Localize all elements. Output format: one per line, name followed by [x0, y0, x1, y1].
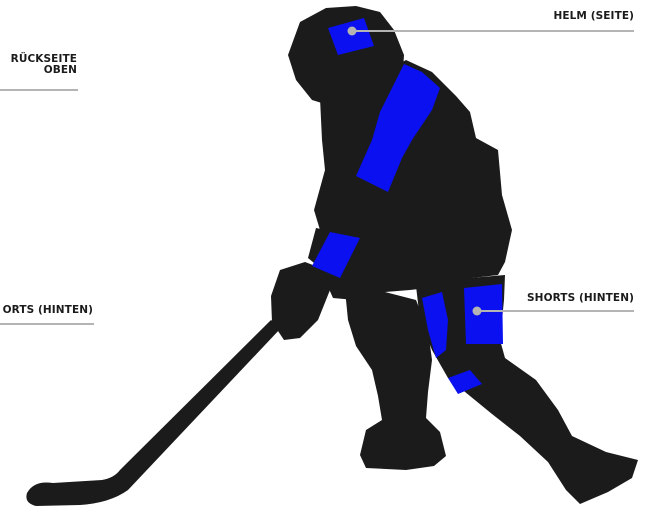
shorts-back-left-label: ORTS (HINTEN) [3, 305, 93, 316]
helm-side-label: HELM (SEITE) [553, 11, 634, 22]
upper-back-label: RÜCKSEITE OBEN [11, 54, 77, 76]
shorts-back-right-label-text: SHORTS (HINTEN) [527, 292, 634, 304]
back-leg-silhouette [416, 275, 638, 504]
glove-silhouette [271, 262, 330, 340]
shorts-back-left-label-text: ORTS (HINTEN) [3, 304, 93, 316]
shorts-back-zone [464, 284, 503, 344]
helm-side-label-text: HELM (SEITE) [553, 10, 634, 22]
hockey-stick [26, 320, 281, 506]
shorts-back-right-label: SHORTS (HINTEN) [527, 293, 634, 304]
upper-back-label-line2: OBEN [11, 65, 77, 76]
